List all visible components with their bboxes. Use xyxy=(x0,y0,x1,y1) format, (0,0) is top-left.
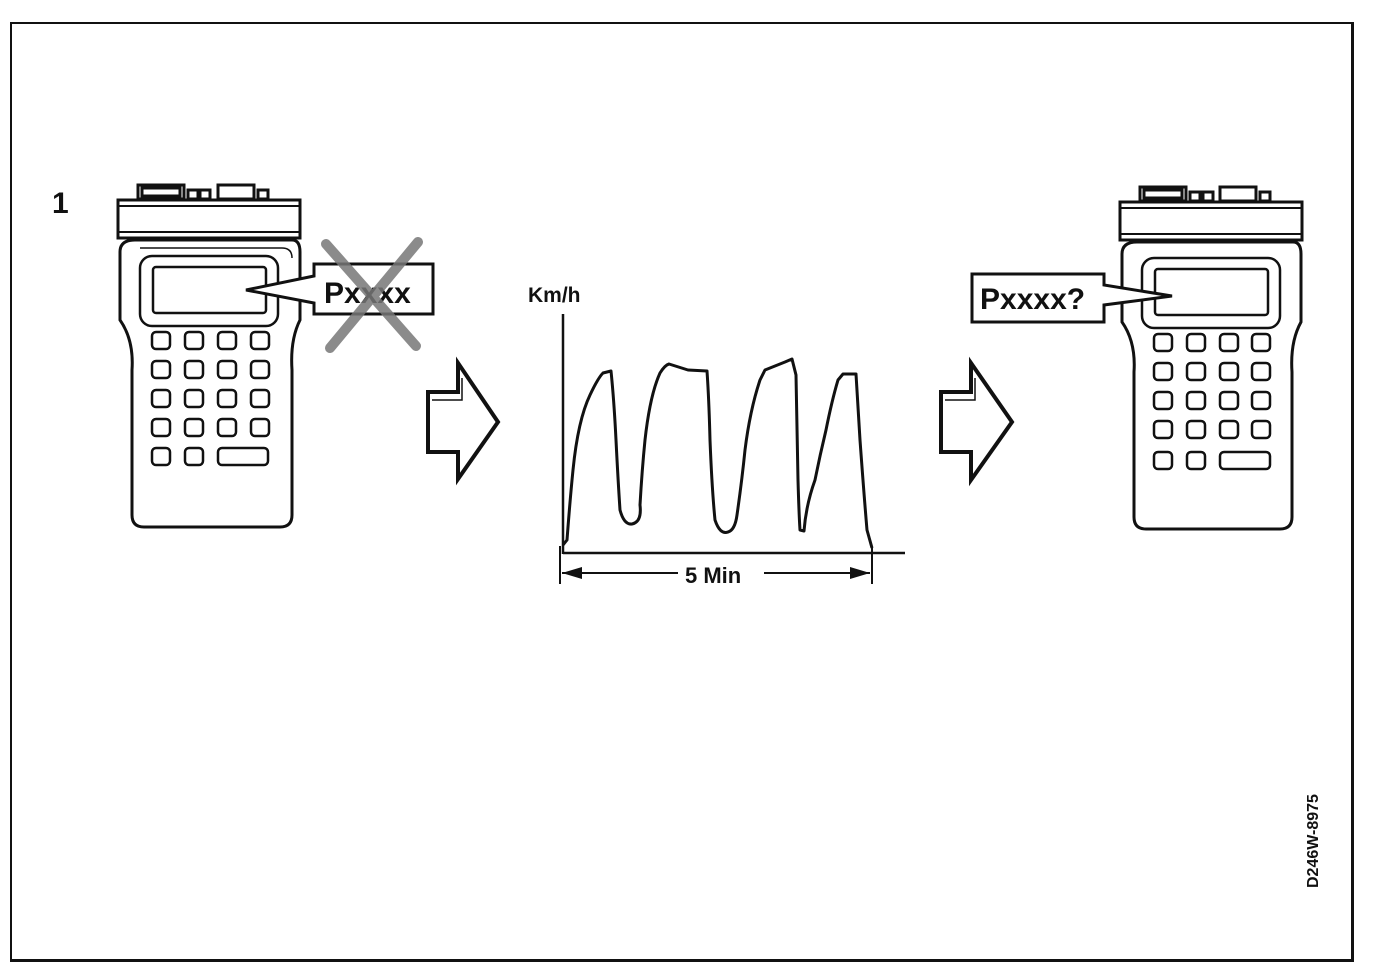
right-connector-icon xyxy=(1118,185,1304,242)
cross-out-icon xyxy=(321,237,423,353)
left-connector-icon xyxy=(116,183,302,240)
reference-code: D246W-8975 xyxy=(1305,794,1322,888)
left-keypad xyxy=(150,330,271,467)
figure-frame xyxy=(10,22,1354,962)
left-scan-tool xyxy=(116,183,302,529)
right-speech-bubble: Pxxxx? xyxy=(970,272,1173,324)
right-arrow-icon xyxy=(426,356,501,486)
speed-trace xyxy=(561,357,874,549)
right-bubble-code: Pxxxx? xyxy=(980,283,1085,316)
right-arrow-icon xyxy=(939,356,1015,487)
left-speech-bubble: Pxxxx xyxy=(245,237,435,353)
step-number: 1 xyxy=(52,187,69,220)
duration-label: 5 Min xyxy=(685,563,741,588)
right-scan-tool xyxy=(1118,185,1304,531)
right-keypad xyxy=(1152,332,1272,471)
speed-chart: Km/h 5 Min xyxy=(528,284,905,588)
right-device-body xyxy=(1120,240,1303,531)
chart-y-label: Km/h xyxy=(528,284,581,307)
